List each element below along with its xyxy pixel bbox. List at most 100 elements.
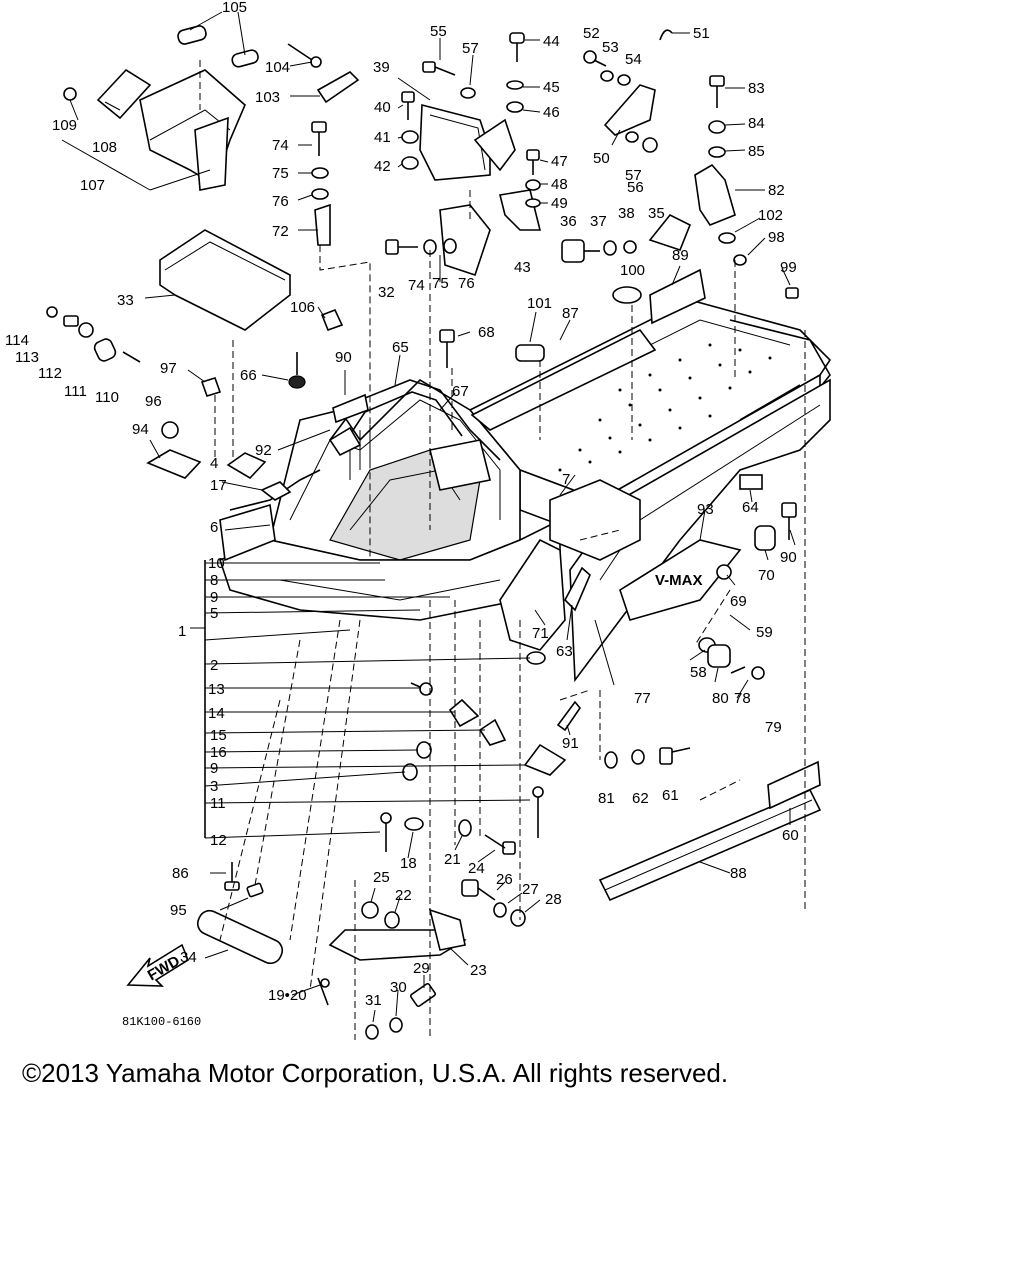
callout-43: 43	[514, 259, 531, 276]
callout-50: 50	[593, 150, 610, 167]
callout-73: 73	[0, 0, 17, 4]
callout-59: 59	[756, 624, 773, 641]
callout-3: 3	[210, 778, 218, 795]
callout-75: 75	[272, 165, 289, 182]
cover-33	[159, 229, 291, 331]
callout-97: 97	[160, 360, 177, 377]
hardware	[46, 29, 799, 1040]
bracket-50	[603, 84, 656, 136]
callout-60: 60	[782, 827, 799, 844]
callout-48: 48	[551, 176, 568, 193]
callout-10: 10	[208, 555, 225, 572]
callout-9: 9	[210, 589, 218, 606]
callout-101: 101	[527, 295, 552, 312]
callout-67: 67	[452, 383, 469, 400]
callout-46: 46	[543, 104, 560, 121]
callout-41: 41	[374, 129, 391, 146]
group-1-leaders	[204, 562, 531, 839]
callout-105: 105	[222, 0, 247, 16]
callout-6: 6	[210, 519, 218, 536]
callout-7: 7	[562, 471, 570, 488]
callout-86: 86	[172, 865, 189, 882]
callout-22: 22	[395, 887, 412, 904]
callout-74: 74	[408, 277, 425, 294]
exploded-parts-diagram: V-MAX	[0, 0, 832, 1040]
callout-68: 68	[478, 324, 495, 341]
callout-71: 71	[532, 625, 549, 642]
callout-8: 8	[210, 572, 218, 589]
callout-83: 83	[748, 80, 765, 97]
callout-25: 25	[373, 869, 390, 886]
callout-88: 88	[730, 865, 747, 882]
callout-35: 35	[648, 205, 665, 222]
callout-75: 75	[432, 275, 449, 292]
callout-66: 66	[240, 367, 257, 384]
alignment-lines	[199, 60, 806, 1040]
callout-16: 16	[210, 744, 227, 761]
callout-34: 34	[180, 949, 197, 966]
callout-33: 33	[117, 292, 134, 309]
callout-42: 42	[374, 158, 391, 175]
callout-26: 26	[496, 871, 513, 888]
callout-113: 113	[15, 349, 39, 366]
badge-text: V-MAX	[655, 572, 703, 589]
callout-44: 44	[543, 33, 560, 50]
callout-45: 45	[543, 79, 560, 96]
callout-72: 72	[272, 223, 289, 240]
callout-49: 49	[551, 195, 568, 212]
callout-leaders	[69, 11, 796, 1023]
callout-111: 111	[64, 383, 87, 400]
callout-112: 112	[38, 365, 62, 382]
callout-110: 110	[95, 389, 119, 406]
callout-47: 47	[551, 153, 568, 170]
callout-94: 94	[132, 421, 149, 438]
callout-74: 74	[272, 137, 289, 154]
callout-57: 57	[462, 40, 479, 57]
decals	[328, 268, 822, 902]
callout-78: 78	[734, 690, 751, 707]
callout-62: 62	[632, 790, 649, 807]
callout-32: 32	[378, 284, 395, 301]
callout-28: 28	[545, 891, 562, 908]
callout-54: 54	[625, 51, 642, 68]
callout-21: 21	[444, 851, 461, 868]
callout-36: 36	[560, 213, 577, 230]
callout-91: 91	[562, 735, 579, 752]
callout-81: 81	[598, 790, 615, 807]
callout-82: 82	[768, 182, 785, 199]
callout-80: 80	[712, 690, 729, 707]
callout-61: 61	[662, 787, 679, 804]
callout-76: 76	[458, 275, 475, 292]
callout-4: 4	[210, 455, 218, 472]
headlight-bracket	[61, 25, 259, 191]
callout-85: 85	[748, 143, 765, 160]
callout-90: 90	[335, 349, 352, 366]
callout-87: 87	[562, 305, 579, 322]
side-panel: V-MAX	[429, 378, 831, 683]
callout-1: 1	[178, 623, 186, 640]
callout-57: 57	[625, 167, 642, 184]
callout-5: 5	[210, 605, 218, 622]
callout-69: 69	[730, 593, 747, 610]
fwd-arrow: FWD	[126, 943, 189, 987]
callout-27: 27	[522, 881, 539, 898]
callout-77: 77	[634, 690, 651, 707]
callout-52: 52	[583, 25, 600, 42]
callout-2: 2	[210, 657, 218, 674]
callout-15: 15	[210, 727, 227, 744]
callout-14: 14	[208, 705, 225, 722]
callout-100: 100	[620, 262, 645, 279]
callout-84: 84	[748, 115, 765, 132]
callout-114: 114	[5, 332, 29, 349]
callout-30: 30	[390, 979, 407, 996]
callout-23: 23	[470, 962, 487, 979]
callout-70: 70	[758, 567, 775, 584]
callout-13: 13	[208, 681, 225, 698]
callout-106: 106	[290, 299, 315, 316]
callout-99: 99	[780, 259, 797, 276]
callout-9: 9	[210, 760, 218, 777]
callout-109: 109	[52, 117, 77, 134]
callout-95: 95	[170, 902, 187, 919]
bracket-39	[419, 103, 516, 181]
